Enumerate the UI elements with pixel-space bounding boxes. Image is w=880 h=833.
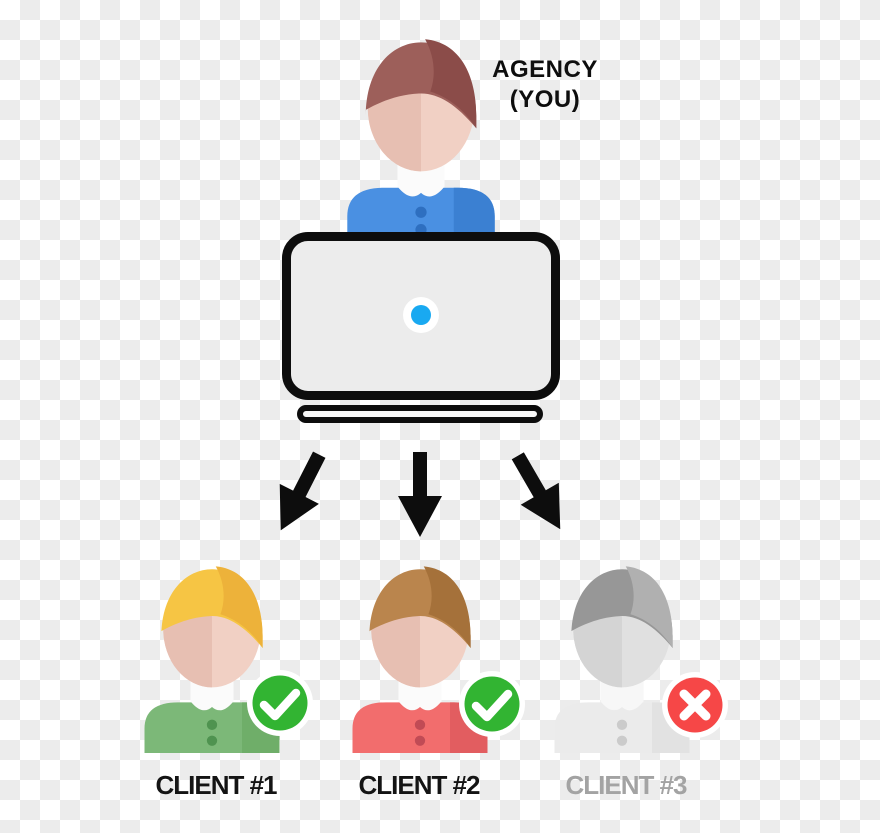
- hair-accent: [425, 39, 477, 129]
- hair-accent: [625, 566, 673, 648]
- laptop-logo-ring: [403, 297, 439, 333]
- laptop-screen: [282, 232, 560, 400]
- client-2-avatar: [352, 566, 488, 753]
- check-glyph: [471, 689, 513, 722]
- x-glyph: [679, 689, 711, 721]
- arrow-shape: [398, 452, 442, 537]
- shirt-button: [206, 719, 218, 730]
- arrow-shape: [279, 451, 326, 531]
- laptop-logo-dot: [411, 305, 431, 325]
- client-1-label: CLIENT #1: [155, 770, 277, 800]
- check-badge-icon: [247, 670, 313, 736]
- hair-accent: [423, 566, 471, 648]
- agency-label: AGENCY (YOU): [450, 55, 640, 115]
- client-3-label: CLIENT #3: [565, 770, 687, 800]
- x-badge-icon: [662, 672, 728, 738]
- agency-avatar: [347, 39, 495, 243]
- shirt-button: [616, 719, 628, 730]
- shirt-button: [206, 735, 218, 746]
- client-2-label: CLIENT #2: [358, 770, 480, 800]
- shirt-button: [415, 206, 427, 218]
- laptop-base: [297, 405, 543, 423]
- shirt-button: [414, 735, 426, 746]
- shirt-button: [414, 719, 426, 730]
- arrow-to-client-1: [279, 451, 326, 531]
- shirt-button: [616, 735, 628, 746]
- arrow-shape: [511, 452, 561, 530]
- agency-label-line2: (YOU): [509, 86, 581, 113]
- arrow-to-client-3: [511, 452, 561, 530]
- arrow-to-client-2: [398, 452, 442, 537]
- badge-circle: [464, 676, 520, 732]
- badge-circle: [252, 675, 308, 731]
- client-3-avatar: [554, 566, 690, 753]
- hair-accent: [215, 566, 263, 648]
- shirt-shade: [453, 187, 495, 243]
- check-badge-icon: [459, 671, 525, 737]
- agency-label-line1: AGENCY: [492, 56, 598, 83]
- check-glyph: [259, 688, 301, 721]
